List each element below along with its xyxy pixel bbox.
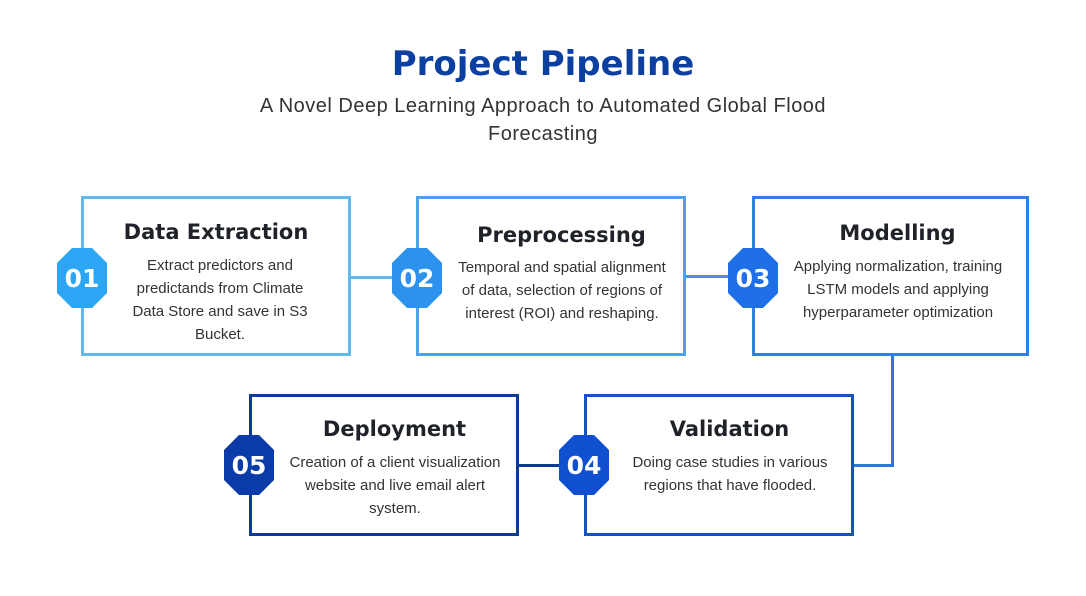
page-subtitle: A Novel Deep Learning Approach to Automa… [259, 95, 827, 145]
connector-03-04-horizontal [850, 464, 894, 467]
step-description: Temporal and spatial alignment of data, … [458, 259, 666, 322]
step-card-modelling: Modelling Applying normalization, traini… [752, 196, 1029, 356]
step-description: Creation of a client visualization websi… [289, 454, 501, 517]
step-title: Preprocessing [477, 223, 646, 247]
step-number-badge: 04 [559, 435, 609, 495]
connector-04-05 [516, 464, 586, 467]
connector-03-04-vertical [891, 354, 894, 466]
step-card-deployment: Deployment Creation of a client visualiz… [249, 394, 519, 536]
step-description: Applying normalization, training LSTM mo… [793, 258, 1003, 321]
step-description: Doing case studies in various regions th… [632, 454, 828, 494]
step-title: Modelling [839, 221, 956, 245]
connector-01-02 [349, 276, 419, 279]
step-description: Extract predictors and predictands from … [132, 257, 308, 343]
step-title: Validation [669, 417, 790, 441]
step-number-badge: 03 [728, 248, 778, 308]
step-number-badge: 02 [392, 248, 442, 308]
step-title: Deployment [322, 417, 467, 441]
step-number-badge: 05 [224, 435, 274, 495]
step-card-data-extraction: Data Extraction Extract predictors and p… [81, 196, 351, 356]
page-title: Project Pipeline [391, 44, 695, 84]
connector-02-03 [684, 275, 754, 278]
step-card-preprocessing: Preprocessing Temporal and spatial align… [416, 196, 686, 356]
step-number-badge: 01 [57, 248, 107, 308]
step-title: Data Extraction [123, 220, 309, 244]
step-card-validation: Validation Doing case studies in various… [584, 394, 854, 536]
